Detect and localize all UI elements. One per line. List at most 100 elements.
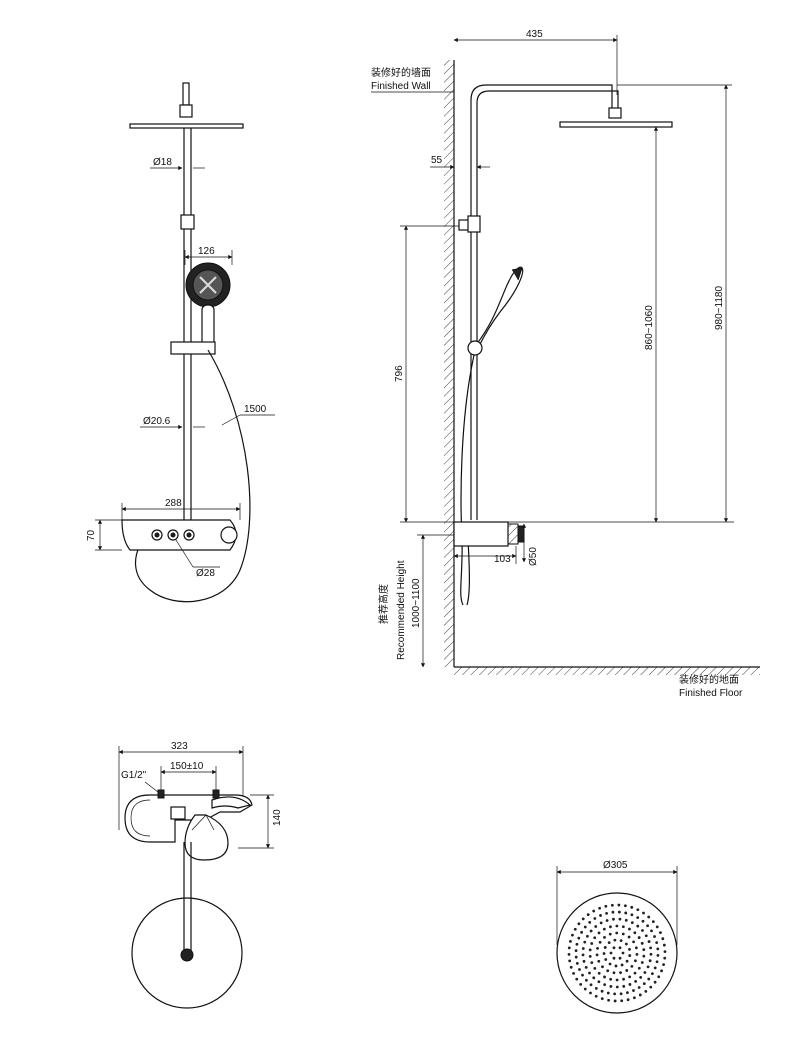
nozzle-dot <box>575 962 579 965</box>
nozzle-dot <box>589 929 593 933</box>
nozzle-dot <box>636 916 640 919</box>
nozzle-dot <box>567 946 571 950</box>
nozzle-dot <box>624 911 628 915</box>
top-head-center <box>180 948 194 962</box>
nozzle-dot <box>605 911 608 915</box>
top-head-circle <box>131 897 243 1009</box>
nozzle-dot <box>634 946 638 950</box>
nozzle-dot <box>599 914 602 917</box>
head-view: Ø305 <box>556 860 678 1014</box>
nozzle-dot <box>612 956 616 960</box>
nozzle-dot <box>620 963 624 967</box>
nozzle-dot <box>628 954 632 957</box>
nozzle-dot <box>592 976 596 980</box>
nozzle-dot <box>651 972 654 976</box>
nozzle-dot <box>589 991 592 995</box>
nozzle-dot <box>583 987 587 991</box>
nozzle-dot <box>588 948 592 952</box>
nozzle-dot <box>600 997 604 1001</box>
nozzle-dot <box>595 953 599 957</box>
side-floor-hatch <box>454 667 760 675</box>
front-slider <box>170 341 216 355</box>
front-hose <box>135 349 251 603</box>
nozzle-dot <box>639 975 643 979</box>
nozzle-dot <box>621 925 625 929</box>
nozzle-dot <box>632 996 636 1000</box>
nozzle-dot <box>630 921 634 925</box>
nozzle-dot <box>604 958 608 961</box>
nozzle-dot <box>638 993 642 997</box>
nozzle-dot <box>625 959 629 963</box>
side-arm-length: 435 <box>526 29 543 40</box>
nozzle-dot <box>607 998 611 1002</box>
nozzle-dot <box>646 924 650 928</box>
nozzle-dot <box>660 969 663 973</box>
side-rail-height: 796 <box>394 365 405 382</box>
nozzle-dot <box>581 917 585 921</box>
nozzle-dot <box>599 921 603 925</box>
nozzle-dot <box>588 920 592 924</box>
top-view: 323 150±10 G1/2" 140 <box>118 741 283 1009</box>
nozzle-dot <box>649 946 653 950</box>
nozzle-dot <box>605 919 609 922</box>
nozzle-dot <box>655 925 659 929</box>
nozzle-dot <box>580 930 583 934</box>
side-head-height-range: 860~1060 <box>644 305 655 350</box>
nozzle-dot <box>586 934 589 938</box>
nozzle-dot <box>642 954 646 958</box>
front-thermostat-width: 288 <box>165 498 182 509</box>
nozzle-dot <box>655 960 659 964</box>
side-pipe-inner <box>476 90 619 520</box>
side-knob <box>507 523 519 545</box>
nozzle-dot <box>623 904 627 908</box>
nozzle-dot <box>642 911 645 915</box>
nozzle-dot <box>628 983 632 986</box>
nozzle-dot <box>642 948 646 952</box>
nozzle-dot <box>628 975 632 979</box>
nozzle-dot <box>569 940 572 943</box>
nozzle-dot <box>642 982 646 986</box>
nozzle-dot <box>632 989 635 992</box>
front-view: Ø18 126 Ø20.6 1500 288 <box>86 82 275 603</box>
nozzle-dot <box>601 965 604 969</box>
side-recommended-cn: 推荐高度 <box>377 584 390 624</box>
side-wall-label-en: Finished Wall <box>371 81 431 92</box>
nozzle-dot <box>613 992 617 996</box>
nozzle-dot <box>609 985 613 988</box>
side-handshower <box>475 266 524 350</box>
nozzle-dot <box>582 959 586 963</box>
nozzle-dot <box>636 924 640 928</box>
nozzle-dot <box>584 978 588 982</box>
nozzle-dot <box>594 994 598 998</box>
nozzle-dot <box>637 936 641 939</box>
nozzle-dot <box>609 977 613 981</box>
nozzle-dot <box>624 918 628 922</box>
front-rail-joint <box>180 214 195 230</box>
top-inlet-spacing: 150±10 <box>170 761 204 772</box>
nozzle-dot <box>613 938 617 942</box>
head-nozzles <box>567 903 667 1003</box>
nozzle-dot <box>651 920 655 924</box>
nozzle-dot <box>622 977 625 981</box>
head-outer-circle <box>556 892 678 1014</box>
nozzle-dot <box>609 951 613 955</box>
nozzle-dot <box>626 998 630 1002</box>
nozzle-dot <box>643 971 647 974</box>
front-head-joint <box>179 104 193 118</box>
nozzle-dot <box>611 910 615 914</box>
nozzle-dot <box>598 940 602 944</box>
nozzle-dot <box>633 971 637 975</box>
nozzle-dot <box>603 946 607 949</box>
nozzle-dot <box>644 989 648 993</box>
side-body-diameter: Ø50 <box>528 547 539 566</box>
nozzle-dot <box>619 939 623 943</box>
nozzle-dot <box>655 941 659 944</box>
nozzle-dot <box>615 924 619 928</box>
nozzle-dot <box>637 986 641 989</box>
nozzle-dot <box>569 965 573 969</box>
nozzle-dot <box>584 966 588 969</box>
nozzle-dot <box>641 919 645 923</box>
nozzle-dot <box>635 952 639 956</box>
nozzle-dot <box>630 905 634 909</box>
